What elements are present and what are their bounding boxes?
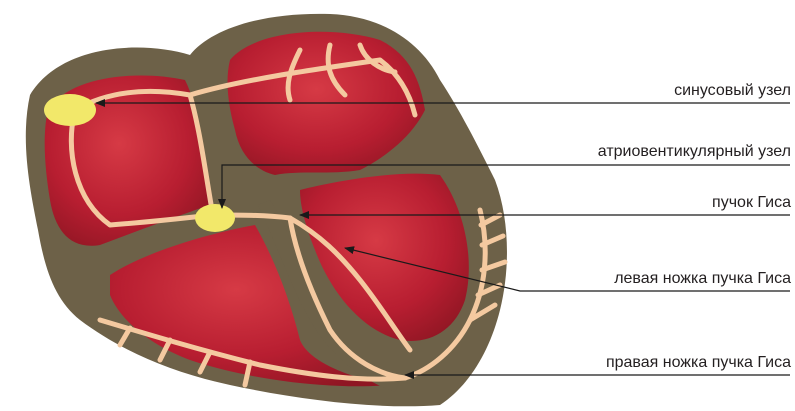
label-av-node: атриовентикулярный узел xyxy=(598,143,791,161)
label-left-branch: левая ножка пучка Гиса xyxy=(614,270,791,288)
label-sinus-node: синусовый узел xyxy=(674,82,791,100)
label-right-branch: правая ножка пучка Гиса xyxy=(606,354,791,372)
av-node xyxy=(195,204,235,232)
sinus-node xyxy=(44,94,96,126)
label-his-bundle: пучок Гиса xyxy=(712,194,791,212)
